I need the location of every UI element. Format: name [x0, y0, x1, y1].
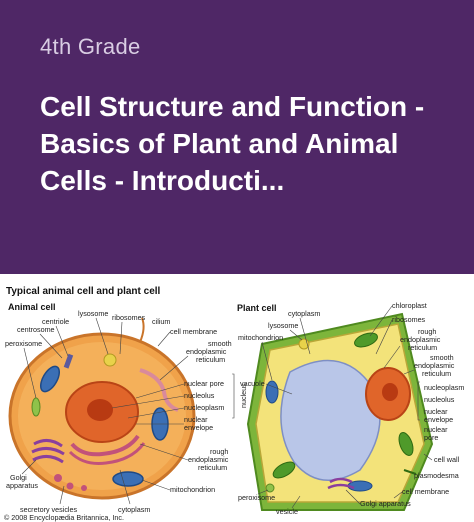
grade-level: 4th Grade [40, 34, 141, 59]
label-plant-nuclear-pore-2: pore [424, 433, 438, 442]
card-header: 4th Grade Cell Structure and Function - … [0, 0, 474, 274]
label-nucleus: nucleus [239, 383, 248, 408]
copyright-text: © 2008 Encyclopædia Britannica, Inc. [4, 513, 124, 522]
thumbnail-image: Typical animal cell and plant cell Anima… [0, 274, 474, 522]
label-plant-nucleoplasm: nucleoplasm [424, 383, 464, 392]
label-plant-mitochondrion: mitochondrion [238, 333, 283, 342]
label-plant-nuclear-envelope-1: nuclear [424, 407, 448, 416]
label-centriole: centriole [42, 317, 69, 326]
label-plant-cell-membrane: cell membrane [402, 487, 449, 496]
label-nuclear-envelope-1: nuclear [184, 415, 208, 424]
label-nuclear-envelope-2: envelope [184, 423, 213, 432]
label-plant-smooth-er-2: endoplasmic [414, 361, 455, 370]
label-smooth-er-2: endoplasmic [186, 347, 227, 356]
label-ribosomes: ribosomes [112, 313, 146, 322]
label-plant-cytoplasm: cytoplasm [288, 309, 320, 318]
label-plant-rough-er-3: reticulum [408, 343, 437, 352]
label-smooth-er-3: reticulum [196, 355, 225, 364]
plant-cell [246, 312, 434, 511]
plant-vacuole [280, 359, 381, 482]
label-plant-lysosome: lysosome [268, 321, 298, 330]
cell-diagram: Typical animal cell and plant cell Anima… [4, 286, 464, 522]
label-chloroplast: chloroplast [392, 301, 427, 310]
label-cilium: cilium [152, 317, 170, 326]
label-plant-rough-er-2: endoplasmic [400, 335, 441, 344]
course-title[interactable]: Cell Structure and Function - Basics of … [40, 91, 425, 196]
label-plant-nucleolus: nucleolus [424, 395, 455, 404]
label-cell-wall: cell wall [434, 455, 460, 464]
label-nuclear-pore: nuclear pore [184, 379, 224, 388]
label-plant-peroxisome: peroxisome [238, 493, 275, 502]
label-vacuole: vacuole [240, 379, 265, 388]
label-mitochondrion: mitochondrion [170, 485, 215, 494]
label-nucleolus: nucleolus [184, 391, 215, 400]
label-plant-nuclear-envelope-2: envelope [424, 415, 453, 424]
label-rough-er-1: rough [210, 447, 228, 456]
label-golgi-2: apparatus [6, 481, 38, 490]
label-peroxisome: peroxisome [5, 339, 42, 348]
plant-labels: chloroplast cytoplasm ribosomes lysosome… [238, 301, 464, 516]
label-lysosome: lysosome [78, 309, 108, 318]
label-plant-ribosomes: ribosomes [392, 315, 426, 324]
label-plant-golgi: Golgi apparatus [360, 499, 411, 508]
label-plant-rough-er-1: rough [418, 327, 436, 336]
label-plant-nuclear-pore-1: nuclear [424, 425, 448, 434]
animal-labels: centriole lysosome ribosomes cilium cent… [5, 309, 248, 514]
diagram-heading: Typical animal cell and plant cell [6, 286, 161, 297]
animal-cell-title: Animal cell [8, 302, 56, 312]
animal-nucleolus [87, 399, 113, 421]
label-plant-smooth-er-3: reticulum [422, 369, 451, 378]
label-secretory-vesicles: secretory vesicles [20, 505, 78, 514]
plant-cell-title: Plant cell [237, 303, 277, 313]
label-smooth-er-1: smooth [208, 339, 232, 348]
label-golgi-1: Golgi [10, 473, 27, 482]
label-plant-smooth-er-1: smooth [430, 353, 454, 362]
label-rough-er-2: endoplasmic [188, 455, 229, 464]
label-centrosome: centrosome [17, 325, 55, 334]
label-nucleoplasm: nucleoplasm [184, 403, 224, 412]
label-rough-er-3: reticulum [198, 463, 227, 472]
label-vesicle: vesicle [276, 507, 298, 516]
label-cell-membrane: cell membrane [170, 327, 217, 336]
label-plasmodesma: plasmodesma [414, 471, 459, 480]
label-animal-cytoplasm: cytoplasm [118, 505, 150, 514]
